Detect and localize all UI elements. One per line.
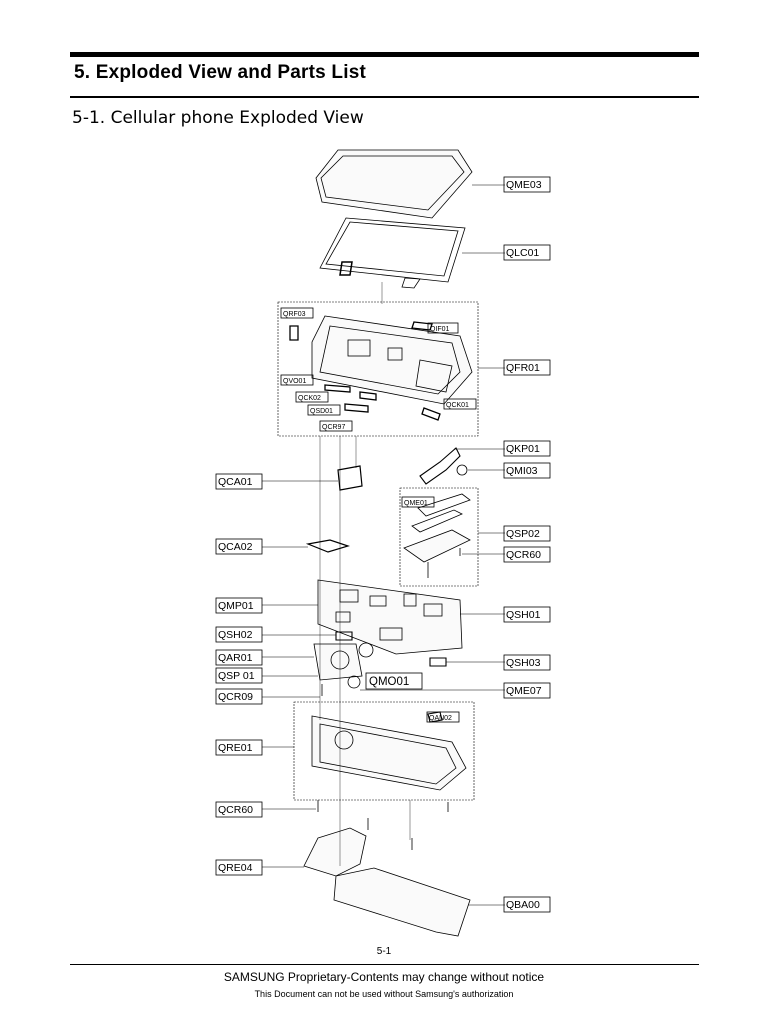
callout-qcr60-left: QCR60 [218,804,253,816]
callout-qsh02: QSH02 [218,629,253,641]
callout-qba00: QBA00 [506,899,540,911]
motor-part [347,675,361,689]
callout-qca01: QCA01 [218,476,253,488]
section-title: 5. Exploded View and Parts List [74,62,366,83]
callout-qsp02: QSP02 [506,528,540,540]
shield-can-3 [429,657,447,667]
rear-cover-part [303,827,367,877]
callout-qcr09: QCR09 [218,691,253,703]
battery-cover-part [333,867,471,937]
callout-qme07: QME07 [506,685,542,697]
callout-qcr97: QCR97 [322,424,345,431]
page-number: 5-1 [376,946,392,957]
callout-qrf03: QRF03 [283,311,306,318]
callout-qsp01: QSP 01 [218,670,255,682]
callout-qsh01: QSH01 [506,609,541,621]
lcd-part [319,217,466,289]
mic-part [456,464,468,476]
callout-qmi03: QMI03 [506,465,538,477]
callout-qkp01: QKP01 [506,443,540,455]
callout-qre01: QRE01 [218,742,253,754]
callout-qck01: QCK01 [446,402,469,409]
keypad-part [419,447,461,485]
footer-authorization: This Document can not be used without Sa… [254,989,514,999]
title-rule [70,96,699,98]
rear-case-part [311,711,467,791]
callout-qca02: QCA02 [218,541,253,553]
callout-qme01: QME01 [404,500,428,507]
footer-rule [70,964,699,965]
connector-cable-1 [337,465,363,491]
callout-qmo01: QMO01 [369,676,409,688]
window-part [315,149,473,219]
callout-qre04: QRE04 [218,862,253,874]
callout-qlc01: QLC01 [506,247,539,259]
callout-qif01: QIF01 [430,326,450,333]
top-rule [70,52,699,57]
subsection-title: 5-1. Cellular phone Exploded View [72,108,364,128]
callout-qvo01: QVO01 [283,378,306,385]
callout-qsd01: QSD01 [310,408,333,415]
callout-qmp01: QMP01 [218,600,254,612]
callout-qcr60-right: QCR60 [506,549,541,561]
main-pcb [317,579,463,655]
callout-qme03: QME03 [506,179,542,191]
speaker-assembly [403,493,471,578]
front-case-part [289,315,473,421]
callout-qan02: QAN02 [429,715,452,722]
callout-qar01: QAR01 [218,652,253,664]
callout-qsh03: QSH03 [506,657,541,669]
connector-cable-2 [305,539,350,553]
footer-proprietary: SAMSUNG Proprietary-Contents may change … [223,970,545,984]
callout-qck02: QCK02 [298,395,321,402]
shield-can-2 [335,631,353,641]
antenna-speaker-part [313,642,374,681]
callout-qfr01: QFR01 [506,362,540,374]
